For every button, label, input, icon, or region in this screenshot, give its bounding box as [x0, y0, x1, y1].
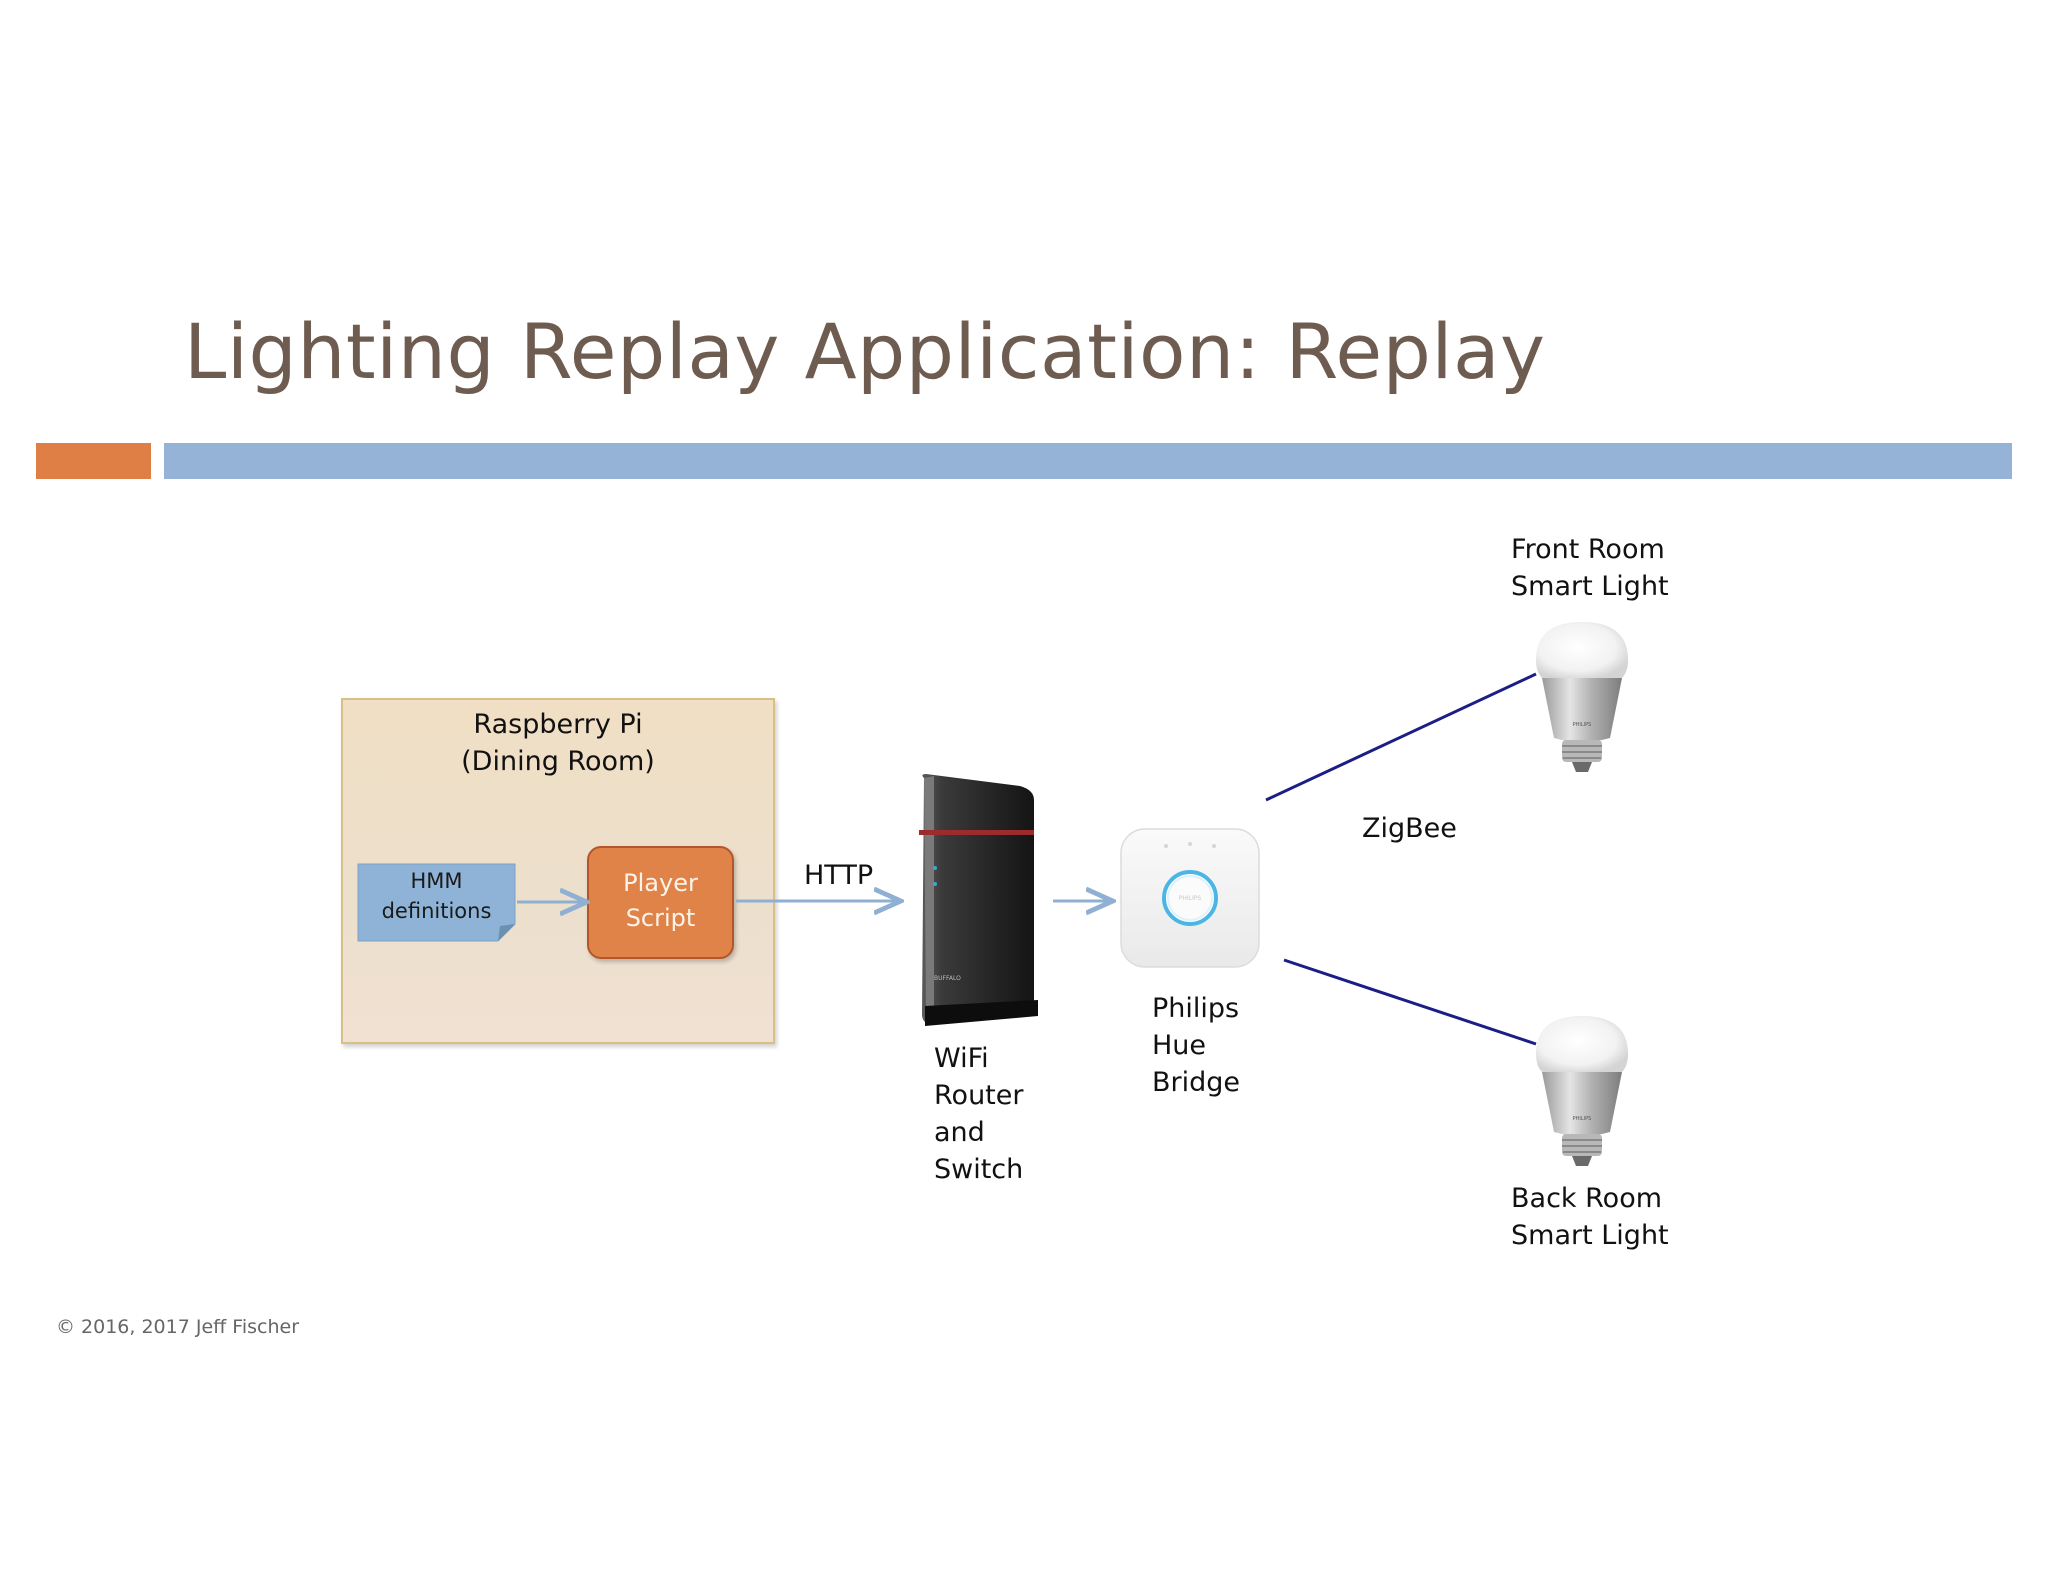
accent-bar-orange: [36, 443, 151, 479]
back-light-label-line2: Smart Light: [1511, 1220, 1669, 1251]
bridge-label-line1: Philips: [1152, 993, 1240, 1024]
front-light-label-line1: Front Room: [1511, 534, 1665, 565]
router-label-line4: Switch: [934, 1154, 1024, 1185]
router-label-line2: Router: [934, 1080, 1024, 1111]
router-label-line3: and: [934, 1117, 985, 1148]
accent-bar-blue: [164, 443, 2012, 479]
front-bulb-icon: PHILIPS: [1536, 622, 1628, 772]
hmm-label-line1: HMM: [410, 869, 463, 893]
player-label-line2: Script: [625, 904, 696, 932]
router-label-line1: WiFi: [934, 1043, 989, 1074]
http-label: HTTP: [804, 860, 874, 891]
hmm-label-line2: definitions: [381, 899, 492, 923]
hmm-note-fold: [498, 924, 515, 941]
wifi-router-icon: BUFFALO: [919, 774, 1038, 1026]
zigbee-label: ZigBee: [1362, 813, 1457, 844]
bridge-label-line3: Bridge: [1152, 1067, 1241, 1098]
back-light-label: Back Room Smart Light: [1511, 1180, 1669, 1254]
back-light-label-line1: Back Room: [1511, 1183, 1663, 1214]
player-label-line1: Player: [623, 869, 698, 897]
raspberry-pi-label: Raspberry Pi (Dining Room): [341, 706, 775, 780]
hue-bridge-icon: PHILIPS: [1120, 828, 1260, 968]
copyright-footer: © 2016, 2017 Jeff Fischer: [56, 1316, 300, 1338]
raspberry-pi-label-line2: (Dining Room): [461, 746, 655, 777]
hmm-definitions-label: HMM definitions: [358, 866, 515, 926]
back-bulb-icon: PHILIPS: [1536, 1016, 1628, 1166]
bridge-label-line2: Hue: [1152, 1030, 1207, 1061]
raspberry-pi-label-line1: Raspberry Pi: [473, 709, 643, 740]
hmm-definitions-note: [357, 863, 516, 942]
player-script-label: Player Script: [587, 866, 734, 936]
back-bulb-brand: PHILIPS: [1573, 1116, 1592, 1122]
zigbee-line-front: [1265, 672, 1537, 802]
slide-title: Lighting Replay Application: Replay: [184, 307, 1546, 396]
front-bulb-brand: PHILIPS: [1573, 722, 1592, 728]
front-light-label: Front Room Smart Light: [1511, 531, 1669, 605]
front-light-label-line2: Smart Light: [1511, 571, 1669, 602]
bridge-label: Philips Hue Bridge: [1152, 990, 1240, 1101]
router-label: WiFi Router and Switch: [934, 1040, 1023, 1188]
router-brand-text: BUFFALO: [934, 975, 961, 982]
bridge-logo-text: PHILIPS: [1179, 895, 1202, 902]
zigbee-line-back: [1283, 958, 1537, 1046]
